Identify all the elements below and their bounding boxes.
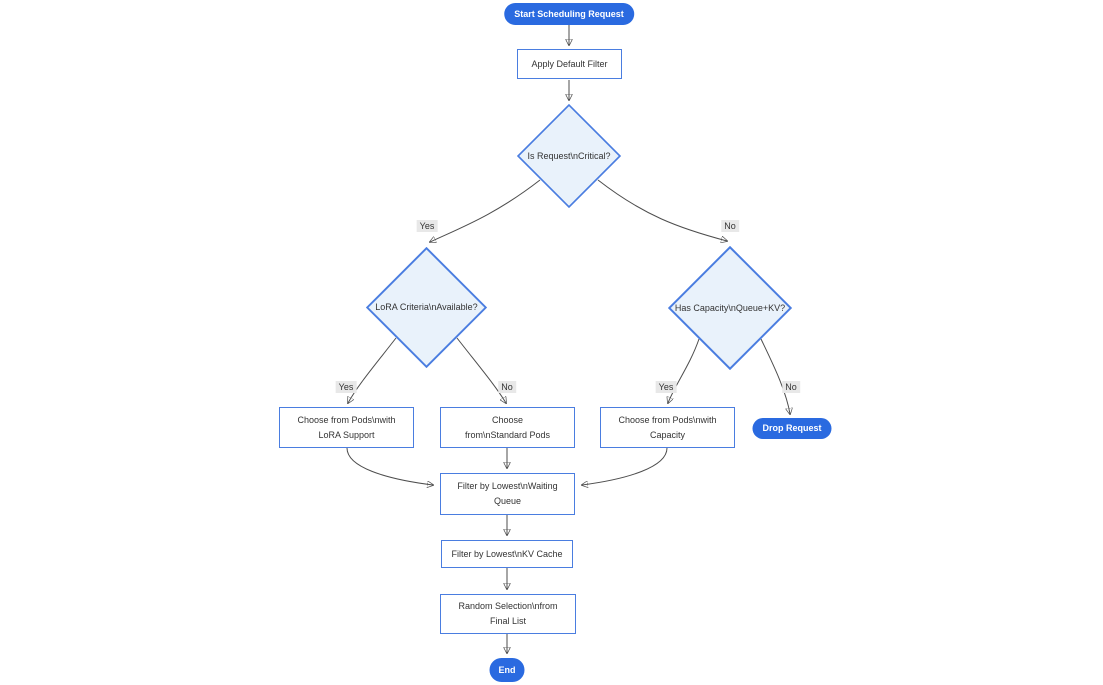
edge-capacity-to-choose-capacity: [668, 338, 700, 403]
node-label: Random Selection\nfrom Final List: [458, 601, 558, 626]
node-is-request-critical: Is Request\nCritical?: [517, 104, 621, 208]
node-start-scheduling-request: Start Scheduling Request: [504, 3, 634, 25]
node-filter-lowest-waiting-queue: Filter by Lowest\nWaiting Queue: [440, 473, 575, 515]
edge-label-critical-yes: Yes: [416, 220, 438, 232]
diamond-shape: [366, 247, 487, 368]
node-choose-pods-capacity: Choose from Pods\nwith Capacity: [600, 407, 735, 448]
edge-label-capacity-no: No: [782, 381, 800, 393]
edge-label-lora-yes: Yes: [335, 381, 357, 393]
node-filter-lowest-kv-cache: Filter by Lowest\nKV Cache: [441, 540, 573, 568]
node-label: Choose from\nStandard Pods: [464, 414, 551, 440]
node-label: Choose from Pods\nwith Capacity: [618, 414, 717, 440]
edge-choose-lora-to-filter-queue: [346, 447, 433, 485]
diamond-shape: [517, 104, 621, 208]
node-choose-pods-lora-support: Choose from Pods\nwith LoRA Support: [279, 407, 414, 448]
edge-lora-to-choose-standard: [456, 337, 506, 403]
diamond-shape: [668, 246, 792, 370]
node-lora-criteria-available: LoRA Criteria\nAvailable?: [366, 247, 487, 368]
edge-critical-to-lora: [430, 179, 541, 242]
edge-critical-to-capacity: [597, 179, 727, 241]
node-label: Is Request\nCritical?: [527, 150, 611, 161]
node-end: End: [489, 658, 525, 682]
edge-label-lora-no: No: [498, 381, 516, 393]
edge-label-critical-no: No: [721, 220, 739, 232]
node-label: Filter by Lowest\nKV Cache: [451, 548, 563, 559]
edge-lora-to-choose-lora: [348, 337, 397, 403]
edge-label-capacity-yes: Yes: [655, 381, 677, 393]
node-label: Has Capacity\nQueue+KV?: [674, 302, 786, 313]
node-has-capacity-queue-kv: Has Capacity\nQueue+KV?: [668, 246, 792, 370]
edge-capacity-to-drop: [760, 338, 790, 414]
node-label: Apply Default Filter: [531, 58, 608, 69]
node-label: Filter by Lowest\nWaiting Queue: [457, 481, 558, 506]
node-apply-default-filter: Apply Default Filter: [517, 49, 622, 79]
node-drop-request: Drop Request: [752, 418, 832, 439]
node-label: LoRA Criteria\nAvailable?: [375, 302, 478, 313]
node-choose-standard-pods: Choose from\nStandard Pods: [440, 407, 575, 448]
node-random-selection-final-list: Random Selection\nfrom Final List: [440, 594, 576, 634]
edge-choose-capacity-to-filter-queue: [582, 447, 668, 485]
node-label: Choose from Pods\nwith LoRA Support: [297, 414, 396, 440]
